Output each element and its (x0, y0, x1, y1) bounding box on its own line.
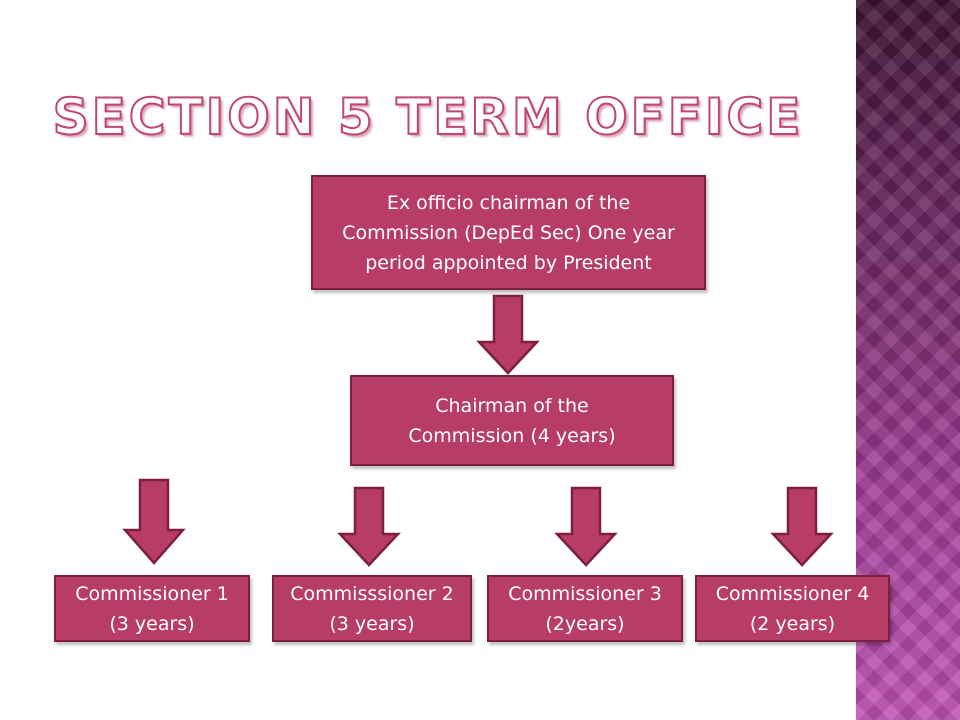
commissioner-3-text: Commissioner 3 (2years) (508, 582, 662, 635)
commissioner-1-text: Commissioner 1 (3 years) (75, 582, 229, 635)
commissioner-1-box: Commissioner 1 (3 years) (54, 575, 250, 642)
ex-officio-chairman-text: Ex officio chairman of the Commission (D… (342, 191, 675, 274)
down-arrow-icon (122, 478, 186, 565)
commissioner-2-box: Commisssioner 2 (3 years) (272, 575, 472, 642)
commissioner-4-text: Commissioner 4 (2 years) (715, 582, 870, 635)
down-arrow-icon (337, 486, 401, 567)
chairman-box: Chairman of the Commission (4 years) (350, 375, 674, 466)
down-arrow-icon (770, 486, 834, 567)
slide-title: Section 5 Term Office (52, 87, 804, 147)
down-arrow-icon (554, 486, 618, 567)
down-arrow-icon (476, 294, 540, 375)
ex-officio-chairman-box: Ex officio chairman of the Commission (D… (311, 175, 706, 290)
commissioner-4-box: Commissioner 4 (2 years) (695, 575, 890, 642)
commissioner-3-box: Commissioner 3 (2years) (487, 575, 683, 642)
commissioner-2-text: Commisssioner 2 (3 years) (290, 582, 454, 635)
chairman-text: Chairman of the Commission (4 years) (408, 394, 616, 447)
